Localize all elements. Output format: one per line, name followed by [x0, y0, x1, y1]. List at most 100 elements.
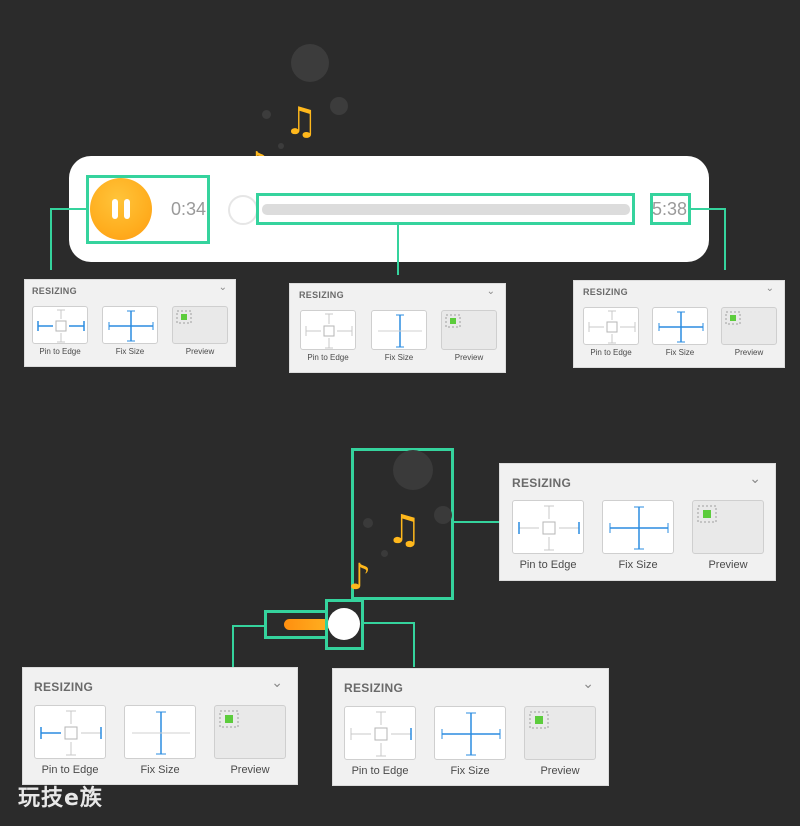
fix-size-option[interactable]: Fix Size [370, 310, 428, 362]
preview-icon [697, 505, 717, 523]
fix-size-option[interactable]: Fix Size [101, 306, 159, 356]
resizing-panel: RESIZING ⌄ Pin to Edge Fix Size [24, 279, 236, 367]
elapsed-time: 0:34 [171, 199, 207, 219]
chevron-down-icon[interactable]: ⌄ [486, 286, 495, 297]
fix-size-icon [132, 711, 190, 755]
notes-area-highlight [351, 448, 454, 600]
preview-option: Preview [523, 706, 597, 777]
preview-icon [176, 310, 192, 324]
resizing-panel: RESIZING ⌄ Pin to Edge Fix Size [22, 667, 298, 785]
preview-label: Preview [540, 765, 580, 777]
panel-title: RESIZING [34, 680, 94, 694]
preview-label: Preview [454, 353, 484, 362]
leader-line [413, 622, 415, 667]
leader-line [232, 625, 265, 627]
pause-icon [112, 199, 118, 219]
slider-knob[interactable] [328, 608, 360, 640]
pin-to-edge-icon [305, 313, 353, 349]
leader-line [363, 622, 415, 624]
fix-size-option[interactable]: Fix Size [123, 705, 197, 776]
preview-option: Preview [171, 306, 229, 356]
panel-title: RESIZING [32, 286, 77, 296]
decor-bubble [434, 506, 452, 524]
fix-size-label: Fix Size [140, 764, 180, 776]
pin-to-edge-option[interactable]: Pin to Edge [582, 307, 640, 357]
pin-to-edge-option[interactable]: Pin to Edge [33, 705, 107, 776]
resizing-panel: RESIZING ⌄ Pin to Edge Fix Size [332, 668, 609, 786]
preview-icon [725, 311, 741, 325]
resizing-panel: RESIZING ⌄ Pin to Edge Fix Size [573, 280, 785, 368]
pin-to-edge-icon [37, 309, 85, 343]
preview-label: Preview [230, 764, 270, 776]
fix-size-label: Fix Size [115, 347, 145, 356]
duration-highlight [650, 193, 691, 225]
fix-size-option[interactable]: Fix Size [433, 706, 507, 777]
leader-line [690, 208, 726, 210]
knob-highlight [325, 599, 364, 650]
pin-to-edge-option[interactable]: Pin to Edge [511, 500, 585, 571]
progress-knob[interactable] [228, 195, 258, 225]
preview-label: Preview [185, 347, 215, 356]
leader-line [50, 208, 52, 270]
pin-to-edge-label: Pin to Edge [41, 764, 99, 776]
fix-size-label: Fix Size [450, 765, 490, 777]
fix-size-icon [441, 712, 501, 756]
panel-title: RESIZING [344, 681, 404, 695]
fix-size-icon [658, 311, 704, 343]
resizing-panel: RESIZING ⌄ Pin to Edge Fix Size [289, 283, 506, 373]
chevron-down-icon[interactable]: ⌄ [218, 282, 227, 293]
pin-to-edge-label: Pin to Edge [590, 348, 632, 357]
decor-bubble [291, 44, 329, 82]
total-duration: 5:38 [652, 199, 688, 219]
pin-to-edge-label: Pin to Edge [351, 765, 409, 777]
panel-title: RESIZING [299, 290, 344, 300]
pin-to-edge-icon [518, 505, 580, 551]
pause-icon [124, 199, 130, 219]
music-note-icon: ♫ [284, 99, 319, 143]
decor-bubble [262, 110, 271, 119]
pin-to-edge-icon [350, 711, 412, 757]
fix-size-icon [378, 314, 422, 348]
fix-size-option[interactable]: Fix Size [601, 500, 675, 571]
decor-bubble [330, 97, 348, 115]
decor-bubble [363, 518, 373, 528]
pin-to-edge-option[interactable]: Pin to Edge [299, 310, 357, 362]
pause-button[interactable] [90, 178, 152, 240]
fix-size-option[interactable]: Fix Size [651, 307, 709, 357]
decor-bubble [278, 143, 284, 149]
chevron-down-icon[interactable]: ⌄ [749, 470, 761, 486]
fix-size-label: Fix Size [384, 353, 414, 362]
pin-to-edge-icon [40, 710, 102, 756]
preview-icon [445, 314, 461, 328]
decor-bubble [393, 450, 433, 490]
fix-size-label: Fix Size [665, 348, 695, 357]
preview-icon [219, 710, 239, 728]
progress-track[interactable] [262, 204, 630, 215]
leader-line [50, 208, 87, 210]
chevron-down-icon[interactable]: ⌄ [271, 674, 283, 690]
panel-title: RESIZING [512, 476, 572, 490]
preview-label: Preview [708, 559, 748, 571]
pin-to-edge-icon [588, 310, 636, 344]
chevron-down-icon[interactable]: ⌄ [765, 283, 774, 294]
preview-icon [529, 711, 549, 729]
pin-to-edge-label: Pin to Edge [519, 559, 577, 571]
pin-to-edge-option[interactable]: Pin to Edge [343, 706, 417, 777]
track-highlight [256, 193, 635, 225]
chevron-down-icon[interactable]: ⌄ [582, 675, 594, 691]
fix-size-label: Fix Size [618, 559, 658, 571]
music-note-icon: ♫ [386, 507, 422, 553]
preview-option: Preview [213, 705, 287, 776]
resizing-panel: RESIZING ⌄ Pin to Edge Fix Size [499, 463, 776, 581]
watermark: 玩技e族 [18, 786, 103, 811]
played-progress-bar [284, 619, 330, 630]
music-note-icon: ♪ [348, 557, 371, 598]
leader-line [397, 225, 399, 275]
leader-line [724, 208, 726, 270]
leader-line [232, 625, 234, 667]
preview-option: Preview [720, 307, 778, 357]
pin-to-edge-label: Pin to Edge [307, 353, 349, 362]
pin-to-edge-option[interactable]: Pin to Edge [31, 306, 89, 356]
preview-option: Preview [691, 500, 765, 571]
panel-title: RESIZING [583, 287, 628, 297]
